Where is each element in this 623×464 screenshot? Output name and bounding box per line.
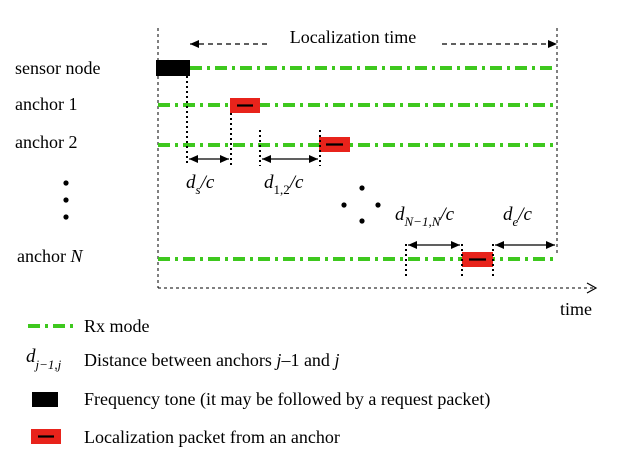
legend-tone-label: Frequency tone (it may be followed by a …: [84, 389, 490, 410]
packet-anchor-n: [462, 252, 493, 267]
ellipsis-dot: [375, 202, 381, 208]
row-label-anchor-n: anchor N: [17, 246, 83, 266]
ellipsis-dot: [63, 180, 69, 186]
ellipsis-dot: [63, 197, 69, 203]
ellipsis-dot: [341, 202, 347, 208]
row-label-sensor-node: sensor node: [15, 58, 100, 78]
interval-label-ds: ds/c: [186, 172, 215, 197]
row-label-anchor-1: anchor 1: [15, 94, 77, 114]
legend-packet-swatch: [31, 429, 61, 444]
time-axis-label: time: [560, 299, 592, 319]
interval-label-d12: d1,2/c: [264, 172, 304, 197]
ellipsis-dot: [359, 185, 365, 191]
frequency-tone-block: [156, 60, 190, 76]
packet-anchor-1: [230, 98, 260, 113]
legend-distance-symbol: dj−1,j: [26, 346, 62, 372]
legend-distance-label: Distance between anchors j–1 and j: [84, 350, 339, 370]
interval-label-de: de/c: [503, 204, 533, 229]
packet-anchor-2: [319, 137, 350, 152]
localization-time-title: Localization time: [290, 27, 416, 47]
legend-tone-swatch: [32, 392, 58, 407]
ellipsis-dot: [359, 218, 365, 224]
interval-label-dn: dN−1,N/c: [395, 204, 455, 229]
legend-rx-label: Rx mode: [84, 316, 150, 336]
ellipsis-dot: [63, 214, 69, 220]
row-label-anchor-2: anchor 2: [15, 132, 77, 152]
legend-packet-label: Localization packet from an anchor: [84, 427, 340, 447]
